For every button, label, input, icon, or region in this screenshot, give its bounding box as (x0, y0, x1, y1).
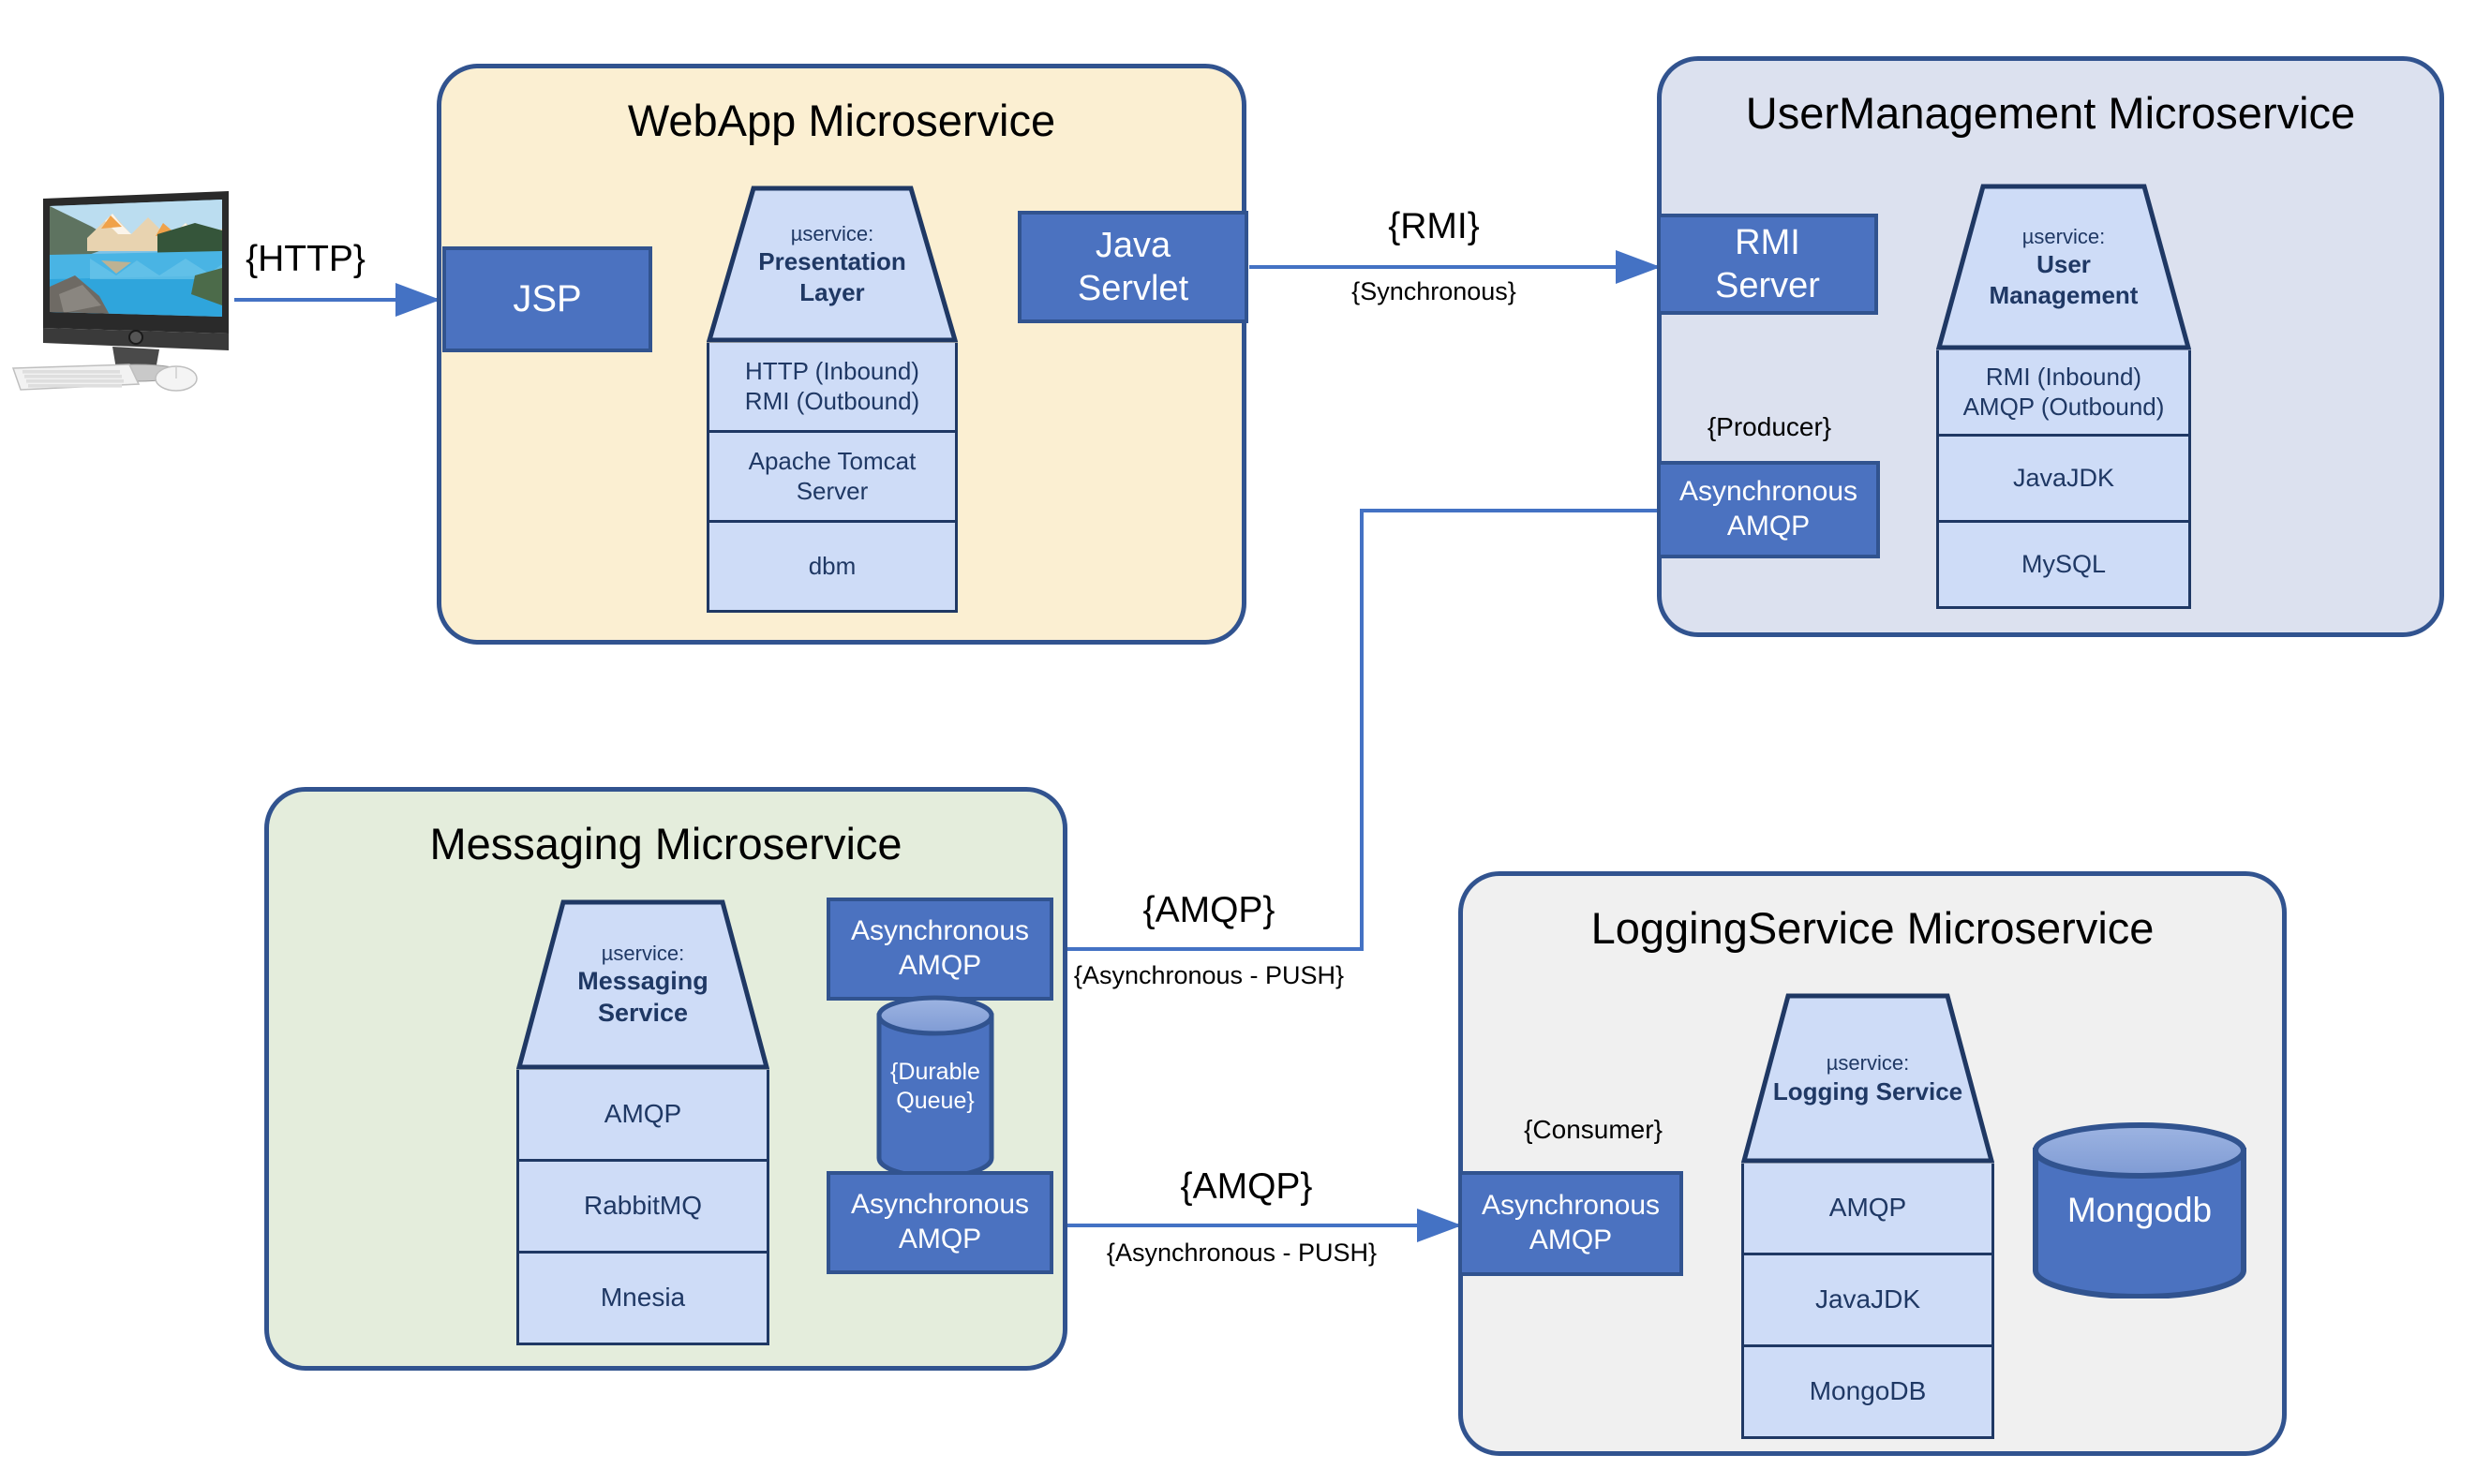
messaging-stack-row-2: Mnesia (516, 1254, 769, 1345)
durable-queue-line2: Queue} (896, 1088, 975, 1114)
messaging-amqp-out-line2: AMQP (898, 1224, 982, 1254)
jsp-label: JSP (513, 278, 582, 320)
messaging-stack-row-0-label: AMQP (604, 1099, 682, 1129)
usermanagement-stack-row-1-label: JavaJDK (2012, 464, 2115, 493)
messaging-stack-row-2-label: Mnesia (600, 1283, 686, 1313)
java-servlet-label-line1: Java (1095, 225, 1171, 265)
usermanagement-stack-name-line2: Management (1989, 280, 2139, 309)
consumer-label: {Consumer} (1524, 1115, 1663, 1144)
messaging-stack-row-1: RabbitMQ (516, 1162, 769, 1254)
rmi-server-component[interactable]: RMI Server (1657, 214, 1878, 315)
durable-queue-line1: {Durable (890, 1058, 980, 1085)
mongodb-cylinder: Mongodb (2032, 1122, 2247, 1298)
webapp-presentation-stack: µservice: Presentation Layer HTTP (Inbou… (707, 186, 958, 613)
loggingservice-stack-row-2: MongoDB (1741, 1347, 1994, 1439)
usermanagement-stack-row-0-label: RMI (Inbound) AMQP (Outbound) (1962, 362, 2165, 421)
loggingservice-stack-mu-prefix: µservice: (1826, 1051, 1910, 1075)
messaging-stack: µservice: Messaging Service AMQP RabbitM… (516, 899, 769, 1345)
jsp-component[interactable]: JSP (442, 246, 652, 352)
amqp-push-2-protocol-label: {AMQP} (1180, 1166, 1313, 1207)
webapp-stack-name-line1: Presentation (758, 247, 906, 276)
durable-queue-cylinder: {Durable Queue} (876, 995, 994, 1179)
messaging-amqp-in-line1: Asynchronous (850, 915, 1030, 947)
webapp-stack-row-1: Apache Tomcat Server (707, 433, 958, 523)
messaging-amqp-out-line1: Asynchronous (850, 1189, 1030, 1221)
messaging-amqp-in-line2: AMQP (898, 950, 982, 981)
usermanagement-stack-name-line1: User (2036, 250, 2091, 279)
usermanagement-amqp-component[interactable]: Asynchronous AMQP (1657, 461, 1880, 558)
usermanagement-stack-cap: µservice: User Management (1936, 184, 2191, 350)
usermanagement-amqp-line2: AMQP (1726, 511, 1811, 542)
webapp-stack-name-line2: Layer (799, 277, 865, 306)
webapp-stack-row-0-label: HTTP (Inbound) RMI (Outbound) (744, 356, 920, 415)
amqp-push-1-protocol-label: {AMQP} (1142, 890, 1275, 930)
loggingservice-stack-row-0: AMQP (1741, 1164, 1994, 1255)
messaging-stack-mu-prefix: µservice: (601, 941, 685, 965)
java-servlet-component[interactable]: Java Servlet (1018, 211, 1248, 323)
logging-amqp-line2: AMQP (1529, 1224, 1613, 1255)
messaging-stack-row-1-label: RabbitMQ (583, 1191, 703, 1221)
amqp-push-1-mode-label: {Asynchronous - PUSH} (1073, 961, 1345, 989)
usermanagement-stack-row-2: MySQL (1936, 523, 2191, 609)
webapp-stack-mu-prefix: µservice: (790, 221, 874, 245)
rmi-server-label-line1: RMI (1735, 222, 1800, 262)
logging-amqp-line1: Asynchronous (1481, 1190, 1661, 1222)
rmi-mode-label: {Synchronous} (1351, 277, 1516, 305)
loggingservice-stack-row-1-label: JavaJDK (1814, 1284, 1921, 1314)
webapp-stack-row-0: HTTP (Inbound) RMI (Outbound) (707, 343, 958, 433)
webapp-stack-row-2: dbm (707, 523, 958, 613)
messaging-amqp-inbound-component[interactable]: Asynchronous AMQP (827, 898, 1053, 1001)
messaging-stack-cap: µservice: Messaging Service (516, 899, 769, 1070)
webapp-stack-row-2-label: dbm (808, 551, 857, 580)
messaging-amqp-outbound-component[interactable]: Asynchronous AMQP (827, 1171, 1053, 1274)
usermanagement-stack-row-2-label: MySQL (2021, 550, 2107, 579)
messaging-title: Messaging Microservice (429, 819, 902, 868)
client-desktop-computer-icon (7, 186, 242, 392)
rmi-protocol-label: {RMI} (1388, 206, 1480, 246)
mongodb-cylinder-label: Mongodb (2066, 1190, 2213, 1229)
loggingservice-stack-row-2-label: MongoDB (1809, 1376, 1927, 1406)
java-servlet-label-line2: Servlet (1077, 269, 1189, 308)
messaging-stack-name-line2: Service (597, 998, 689, 1027)
rmi-server-label-line2: Server (1715, 266, 1820, 305)
usermanagement-title: UserManagement Microservice (1745, 88, 2356, 138)
amqp-push-2-mode-label: {Asynchronous - PUSH} (1106, 1239, 1378, 1267)
logging-amqp-component[interactable]: Asynchronous AMQP (1458, 1171, 1683, 1276)
loggingservice-stack: µservice: Logging Service AMQP JavaJDK M… (1741, 993, 1994, 1439)
usermanagement-amqp-line1: Asynchronous (1678, 476, 1858, 508)
loggingservice-stack-row-0-label: AMQP (1828, 1193, 1907, 1223)
loggingservice-stack-row-1: JavaJDK (1741, 1255, 1994, 1347)
usermanagement-stack: µservice: User Management RMI (Inbound) … (1936, 184, 2191, 609)
usermanagement-stack-mu-prefix: µservice: (2021, 224, 2106, 248)
producer-label: {Producer} (1707, 412, 1832, 441)
loggingservice-stack-name-line1: Logging Service (1772, 1076, 1963, 1106)
messaging-stack-name-line1: Messaging (577, 967, 708, 995)
http-arrow-label: {HTTP} (246, 239, 365, 279)
webapp-stack-cap: µservice: Presentation Layer (707, 186, 958, 343)
usermanagement-stack-row-1: JavaJDK (1936, 437, 2191, 523)
webapp-title: WebApp Microservice (627, 96, 1056, 145)
usermanagement-stack-row-0: RMI (Inbound) AMQP (Outbound) (1936, 350, 2191, 437)
messaging-stack-row-0: AMQP (516, 1070, 769, 1162)
loggingservice-stack-cap: µservice: Logging Service (1741, 993, 1994, 1164)
loggingservice-title: LoggingService Microservice (1590, 903, 2155, 953)
webapp-stack-row-1-label: Apache Tomcat Server (748, 446, 917, 505)
